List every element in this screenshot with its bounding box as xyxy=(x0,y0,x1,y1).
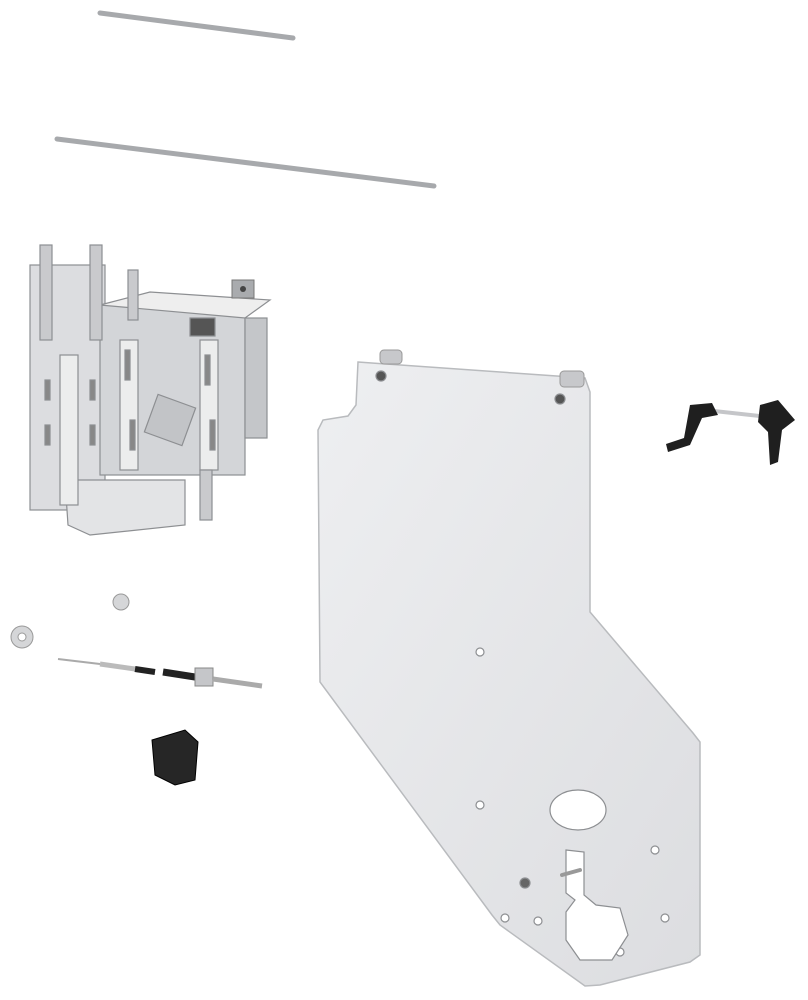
long-rod xyxy=(54,136,437,189)
washer xyxy=(10,625,34,649)
mounting-plate xyxy=(317,349,701,987)
plastic-bushing xyxy=(151,729,199,786)
bowden-cable xyxy=(57,658,263,689)
nut-hole xyxy=(240,286,246,292)
crank-handle xyxy=(666,400,795,465)
pin-head xyxy=(112,593,130,611)
interlock-mechanism xyxy=(29,244,272,536)
short-rod xyxy=(97,10,296,41)
